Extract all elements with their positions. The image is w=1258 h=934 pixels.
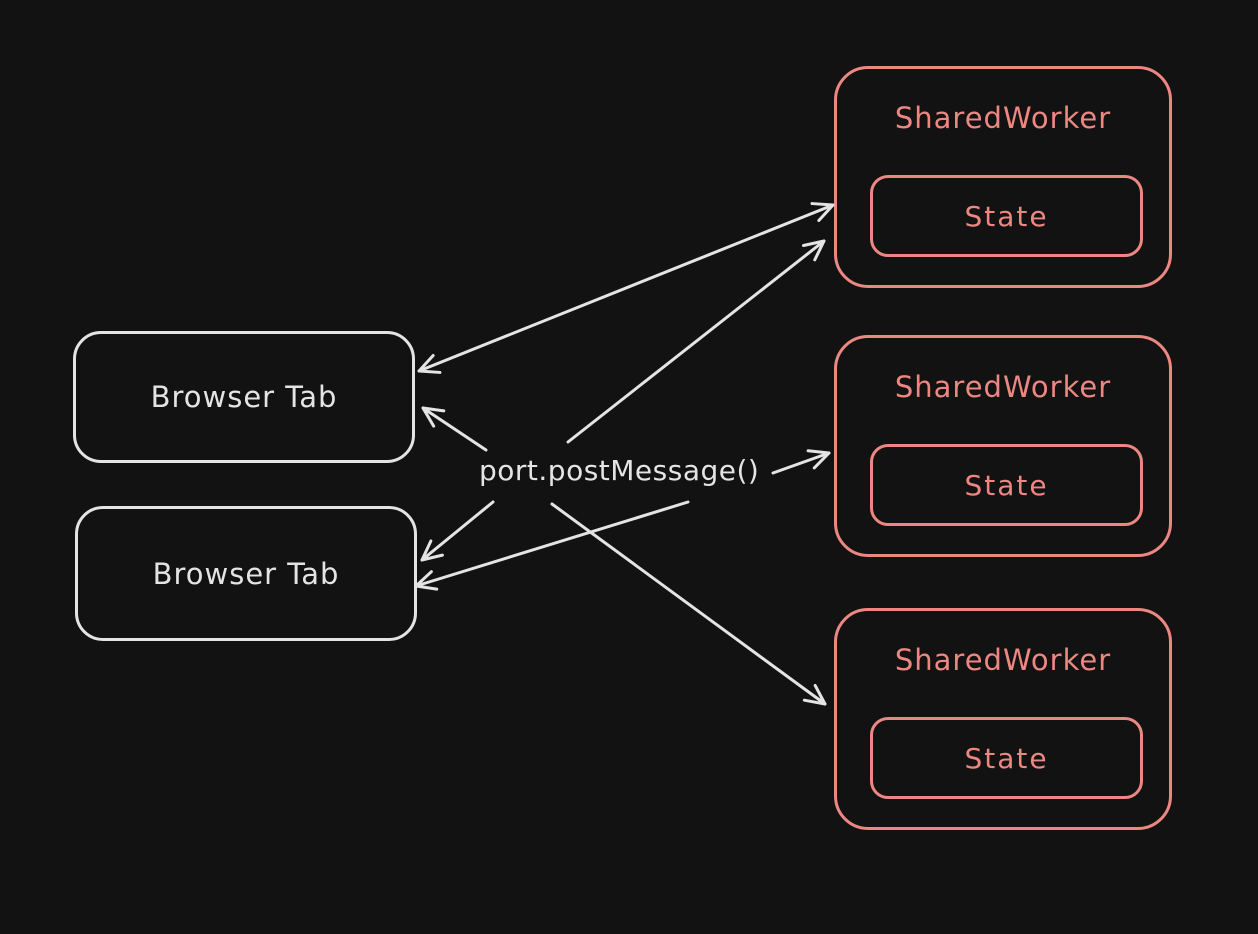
- node-browser-tab-1[interactable]: Browser Tab: [73, 331, 415, 463]
- arrowhead: [414, 570, 439, 591]
- state-3-label: State: [964, 741, 1049, 775]
- node-shared-worker-2[interactable]: SharedWorker State: [834, 335, 1172, 557]
- node-shared-worker-1[interactable]: SharedWorker State: [834, 66, 1172, 288]
- arrowhead: [806, 449, 831, 470]
- arrowhead: [802, 683, 827, 706]
- shared-worker-3-title: SharedWorker: [894, 643, 1112, 677]
- arrowhead: [421, 406, 446, 428]
- browser-tab-1-label: Browser Tab: [150, 380, 338, 414]
- state-box-3[interactable]: State: [870, 717, 1143, 799]
- arrowhead: [417, 353, 442, 374]
- shared-worker-2-title: SharedWorker: [894, 370, 1112, 404]
- arrowhead: [420, 539, 444, 562]
- edge-line: [771, 451, 831, 475]
- state-box-2[interactable]: State: [870, 444, 1143, 526]
- edge-postmessage-shared-worker-3[interactable]: [550, 502, 827, 706]
- node-shared-worker-3[interactable]: SharedWorker State: [834, 608, 1172, 830]
- browser-tab-2-label: Browser Tab: [152, 556, 340, 591]
- edge-line: [414, 500, 690, 588]
- edge-postmessage-browser-tab-2-upper[interactable]: [420, 500, 495, 562]
- arrowhead: [801, 239, 826, 262]
- edge-line: [566, 239, 826, 444]
- edge-postmessage-shared-worker-1[interactable]: [566, 239, 826, 444]
- edge-postmessage-browser-tab-2-lower[interactable]: [414, 500, 690, 591]
- edge-line: [420, 500, 495, 562]
- state-2-label: State: [964, 468, 1049, 502]
- node-browser-tab-2[interactable]: Browser Tab: [75, 506, 417, 641]
- edge-line: [550, 502, 827, 706]
- shared-worker-1-title: SharedWorker: [894, 101, 1112, 135]
- edge-line: [417, 203, 835, 373]
- arrowhead: [810, 202, 835, 223]
- state-box-1[interactable]: State: [870, 175, 1143, 257]
- post-message-label: port.postMessage(): [479, 454, 760, 487]
- state-1-label: State: [964, 199, 1049, 233]
- edge-browser-tab-1-shared-worker-1[interactable]: [417, 202, 835, 374]
- edge-postmessage-shared-worker-2[interactable]: [771, 449, 831, 475]
- edge-postmessage-browser-tab-1[interactable]: [421, 406, 488, 452]
- edge-line: [421, 406, 488, 452]
